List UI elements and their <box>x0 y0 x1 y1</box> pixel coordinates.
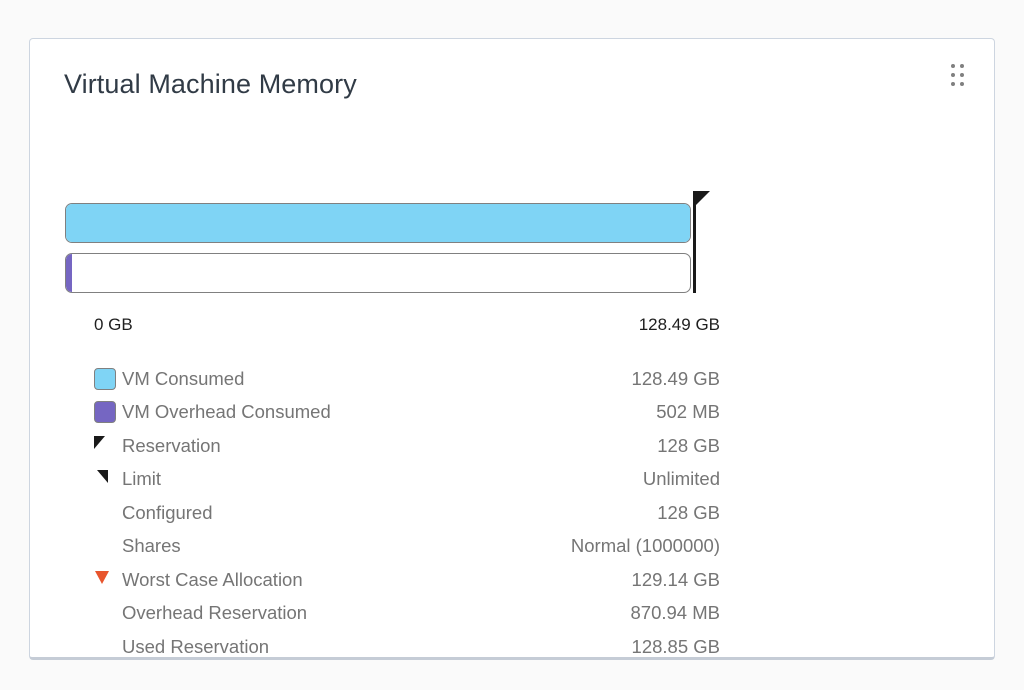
legend-label: Limit <box>122 468 162 490</box>
legend-value: 502 MB <box>656 401 720 423</box>
memory-bar-chart <box>65 149 765 293</box>
legend-value: 870.94 MB <box>630 602 720 624</box>
legend-row: Limit Unlimited <box>94 463 720 497</box>
limit-triangle-icon <box>97 469 108 483</box>
drag-dot <box>959 82 964 86</box>
legend-label: Shares <box>122 535 181 557</box>
bar-vm-overhead-consumed <box>65 253 691 293</box>
legend-value: Unlimited <box>642 468 720 490</box>
memory-card: Virtual Machine Memory 0 GB 128.49 GB VM… <box>29 38 995 660</box>
axis-max-label: 128.49 GB <box>638 315 720 334</box>
legend-label: VM Consumed <box>122 367 245 389</box>
legend-marker-spacer <box>94 534 122 558</box>
axis-min-label: 0 GB <box>94 315 133 334</box>
reservation-flag-icon <box>696 191 710 205</box>
legend-row: Worst Case Allocation 129.14 GB <box>94 563 720 597</box>
reservation-triangle-icon <box>94 436 105 450</box>
legend-label: Configured <box>122 501 213 523</box>
worst-case-triangle-icon <box>95 571 109 585</box>
legend-label: Used Reservation <box>122 635 270 657</box>
legend-marker-spacer <box>94 601 122 625</box>
legend-marker-icon <box>94 568 122 592</box>
legend-row: Reservation 128 GB <box>94 429 720 463</box>
legend-color-swatch <box>94 367 116 390</box>
legend-row: VM Overhead Consumed 502 MB <box>94 396 720 430</box>
legend-marker-spacer <box>94 635 122 659</box>
drag-dot <box>959 73 964 77</box>
legend-swatch-icon <box>94 400 122 424</box>
legend-row: VM Consumed 128.49 GB <box>94 362 720 396</box>
legend-marker-icon <box>94 467 122 491</box>
legend-color-swatch <box>94 401 116 424</box>
bar-vm-consumed <box>65 203 691 243</box>
legend-row: Overhead Reservation 870.94 MB <box>94 597 720 631</box>
legend-swatch-icon <box>94 367 122 391</box>
legend-label: Reservation <box>122 434 221 456</box>
chart-axis: 0 GB 128.49 GB <box>94 315 720 335</box>
bar-fill-vm-overhead-consumed <box>66 254 72 292</box>
legend-value: 128.85 GB <box>631 635 720 657</box>
legend-label: Overhead Reservation <box>122 602 308 624</box>
memory-legend: VM Consumed 128.49 GB VM Overhead Consumed… <box>94 362 720 664</box>
reservation-marker-line <box>693 191 696 293</box>
drag-dot <box>950 73 955 77</box>
legend-marker-icon <box>94 434 122 458</box>
legend-marker-spacer <box>94 501 122 525</box>
legend-value: Normal (1000000) <box>570 535 720 557</box>
legend-label: VM Overhead Consumed <box>122 401 331 423</box>
legend-value: 129.14 GB <box>631 568 720 590</box>
legend-label: Worst Case Allocation <box>122 568 303 590</box>
legend-value: 128 GB <box>657 434 720 456</box>
drag-dot <box>950 64 955 68</box>
legend-row: Shares Normal (1000000) <box>94 530 720 564</box>
bar-fill-vm-consumed <box>66 204 690 242</box>
legend-value: 128.49 GB <box>631 367 720 389</box>
legend-row: Configured 128 GB <box>94 496 720 530</box>
drag-dots-icon[interactable] <box>946 60 968 90</box>
drag-dot <box>950 82 955 86</box>
legend-row: Used Reservation 128.85 GB <box>94 630 720 664</box>
drag-dot <box>959 64 964 68</box>
legend-value: 128 GB <box>657 501 720 523</box>
page-title: Virtual Machine Memory <box>64 69 357 99</box>
